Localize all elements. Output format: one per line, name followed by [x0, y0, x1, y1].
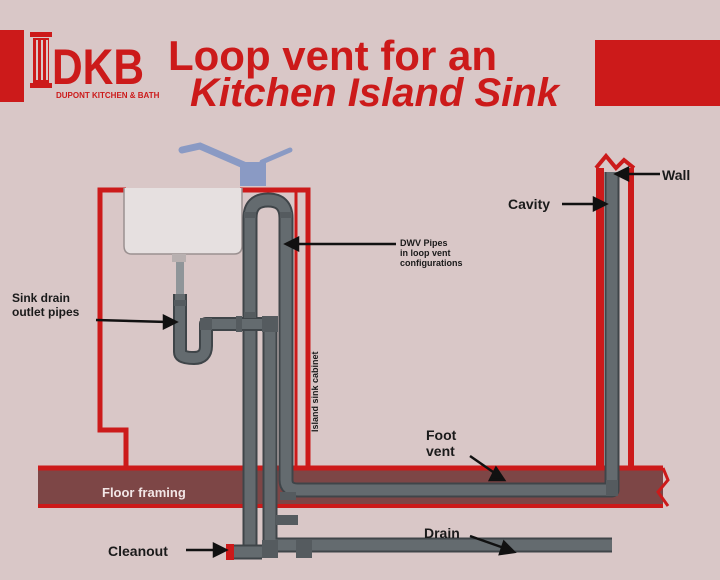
logo-subtitle: DUPONT KITCHEN & BATH	[56, 91, 160, 100]
faucet	[178, 142, 293, 186]
logo-text: DKB	[52, 39, 144, 95]
logo: DKB DUPONT KITCHEN & BATH	[30, 32, 160, 100]
cabinet-label: Island sink cabinet	[310, 351, 320, 432]
cleanout-label: Cleanout	[108, 543, 168, 559]
cavity-label: Cavity	[508, 196, 550, 212]
foot-vent-label-line-1: Foot	[426, 427, 457, 443]
floor-framing-label: Floor framing	[102, 485, 186, 500]
pipe-fittings	[174, 212, 618, 560]
drain-label: Drain	[424, 525, 460, 541]
wall-label: Wall	[662, 167, 690, 183]
sink-basin	[123, 188, 243, 294]
sink-drain-label-line-1: Sink drain	[12, 291, 70, 305]
header-bar-right	[595, 40, 720, 106]
dwv-label-line-1: DWV Pipes	[400, 238, 448, 248]
header-bar-left	[0, 30, 24, 102]
dwv-label-line-3: configurations	[400, 258, 463, 268]
label-arrows	[95, 165, 660, 559]
column-icon	[30, 32, 52, 88]
dwv-pipes	[173, 172, 620, 560]
dwv-label-line-2: in loop vent	[400, 248, 451, 258]
foot-vent-label-line-2: vent	[426, 443, 455, 459]
title-line-1: Loop vent for an	[168, 32, 497, 79]
sink-drain-label-line-2: outlet pipes	[12, 305, 80, 319]
wall	[594, 152, 636, 468]
title-line-2: Kitchen Island Sink	[190, 71, 561, 115]
